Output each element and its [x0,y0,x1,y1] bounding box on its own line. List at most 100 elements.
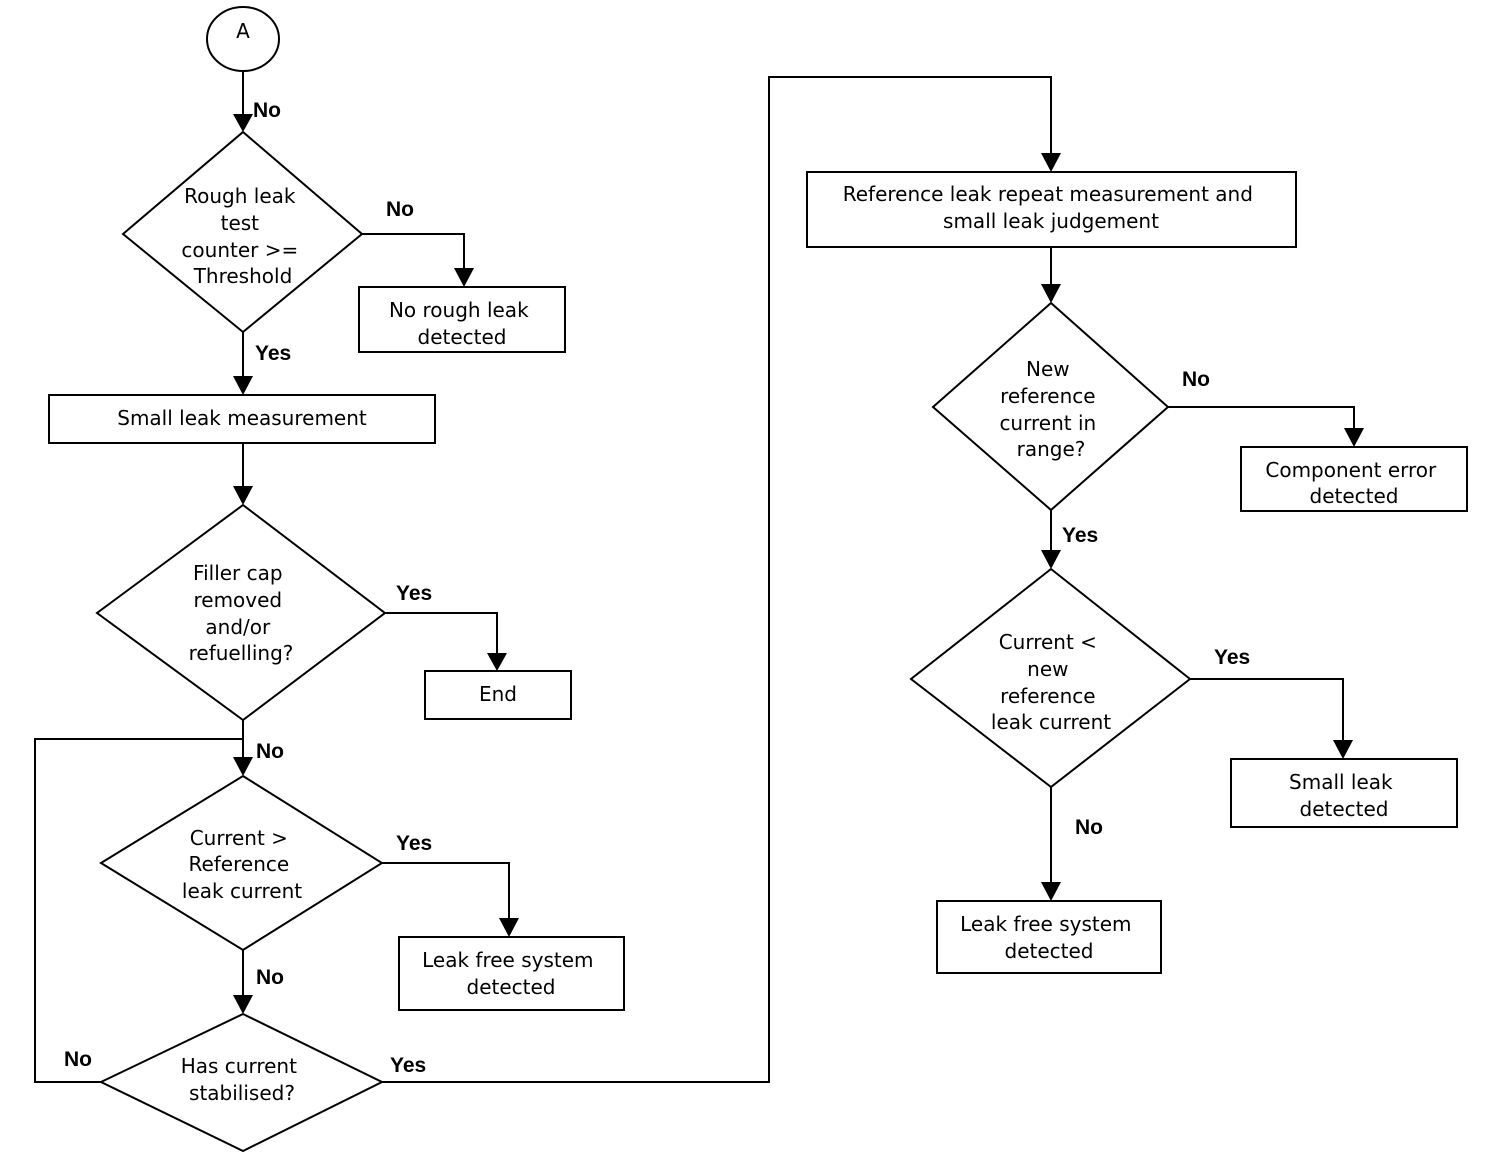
node-line: test [221,211,260,235]
current-lt-new-ref-decision-label: Current < new reference leak current [991,630,1111,734]
connector-stabilised-no-loop [34,738,243,1083]
leak-free-left-box [398,936,625,1011]
connectors [34,72,1355,1083]
node-line: leak current [991,710,1111,734]
edge-label-stabilised-no: No [64,1048,92,1071]
node-line: reference [1000,684,1096,708]
node-line: detected [418,325,507,349]
arrowhead-leak-free-right [1041,882,1061,901]
node-line: and/or [205,615,271,639]
connector-filler-yes [385,612,498,655]
node-line: A [236,19,250,43]
edge-labels: No No Yes Yes No Yes No No Yes No Yes Ye… [64,99,1250,1077]
edge-label-new-ref-yes: Yes [1062,524,1098,547]
new-ref-range-decision-label: New reference current in range? [999,357,1102,461]
arrowhead-leak-free-left [499,918,519,937]
arrowhead-no-rough-leak [454,268,474,287]
small-leak-detected-label: Small leak detected [1289,770,1399,821]
node-line: Rough leak [184,184,296,208]
node-line: Current < [999,630,1097,654]
current-lt-new-ref-decision [909,567,1192,789]
node-line: End [479,682,517,706]
arrowhead-stabilised [233,995,253,1014]
component-error-label: Component error detected [1265,458,1442,508]
edge-label-filler-no: No [256,740,284,763]
start-connector-a [206,6,280,72]
edge-label-current-gt-no: No [256,966,284,989]
node-line: small leak judgement [943,209,1159,233]
arrowhead-end [487,653,507,671]
node-line: reference [1000,384,1096,408]
leak-free-right-label: Leak free system detected [960,912,1138,963]
start-a-label: A [236,19,250,43]
filler-cap-decision [95,503,387,722]
connector-current-lt-yes [1190,678,1344,742]
leak-free-right-box [936,900,1162,974]
arrowhead-new-ref [1041,284,1061,303]
arrowhead-rough [233,114,253,132]
node-line: leak current [182,879,302,903]
stabilised-decision-label: Has current stabilised? [181,1054,304,1105]
node-line: Leak free system [422,948,593,972]
node-line: New [1026,357,1070,381]
arrowhead-measurement [233,376,253,395]
node-line: refuelling? [189,641,294,665]
connector-new-ref-no [1168,406,1355,430]
edge-label-a-to-rough: No [253,99,281,122]
node-line: detected [1300,797,1389,821]
node-line: stabilised? [189,1081,295,1105]
end-box [424,670,572,720]
node-line: Small leak [1289,770,1393,794]
current-gt-ref-decision-label: Current > Reference leak current [182,826,302,903]
node-line: detected [1005,939,1094,963]
edge-label-filler-yes: Yes [396,582,432,605]
node-line: Threshold [193,264,293,288]
leak-free-left-label: Leak free system detected [422,948,600,999]
edge-label-stabilised-yes: Yes [390,1054,426,1077]
nodes [48,6,1468,1153]
edge-label-current-lt-no: No [1075,816,1103,839]
node-line: Small leak measurement [117,406,367,430]
edge-label-current-gt-yes: Yes [396,832,432,855]
arrowhead-ref-repeat [1041,153,1061,172]
node-line: Filler cap [193,561,283,585]
arrowhead-small-leak [1333,740,1353,759]
arrowhead-current-lt [1041,550,1061,569]
node-line: Leak free system [960,912,1131,936]
edge-label-rough-yes: Yes [255,342,291,365]
current-gt-ref-decision [99,774,384,952]
edge-label-rough-no: No [386,198,414,221]
node-line: detected [1310,484,1399,508]
arrowhead-current-gt [233,757,253,776]
node-line: removed [193,588,282,612]
connector-rough-no [362,233,465,270]
small-leak-detected-box [1230,758,1458,828]
no-rough-leak-box [358,286,566,353]
node-line: Current > [190,826,288,850]
ref-repeat-label: Reference leak repeat measurement and sm… [843,182,1260,233]
node-line: detected [467,975,556,999]
rough-leak-decision-label: Rough leak test counter >= Threshold [181,184,304,288]
node-line: current in [999,411,1096,435]
small-leak-measurement-label: Small leak measurement [117,406,367,430]
connector-current-gt-yes [382,862,510,920]
ref-repeat-box [806,171,1297,248]
filler-cap-decision-label: Filler cap removed and/or refuelling? [189,561,294,665]
no-rough-leak-label: No rough leak detected [389,298,535,349]
arrowheads [233,114,1364,1014]
rough-leak-decision [121,130,364,334]
small-leak-measurement-box [48,394,436,444]
node-line: Reference [188,852,289,876]
node-line: new [1027,657,1068,681]
edge-label-new-ref-no: No [1182,368,1210,391]
component-error-box [1240,446,1468,512]
node-line: Has current [181,1054,297,1078]
new-ref-range-decision [931,301,1170,512]
arrowhead-component-error [1344,428,1364,447]
end-label: End [479,682,517,706]
connector-stabilised-yes [382,76,1052,1083]
node-line: Reference leak repeat measurement and [843,182,1253,206]
node-line: counter >= [181,238,298,262]
node-line: range? [1017,437,1086,461]
